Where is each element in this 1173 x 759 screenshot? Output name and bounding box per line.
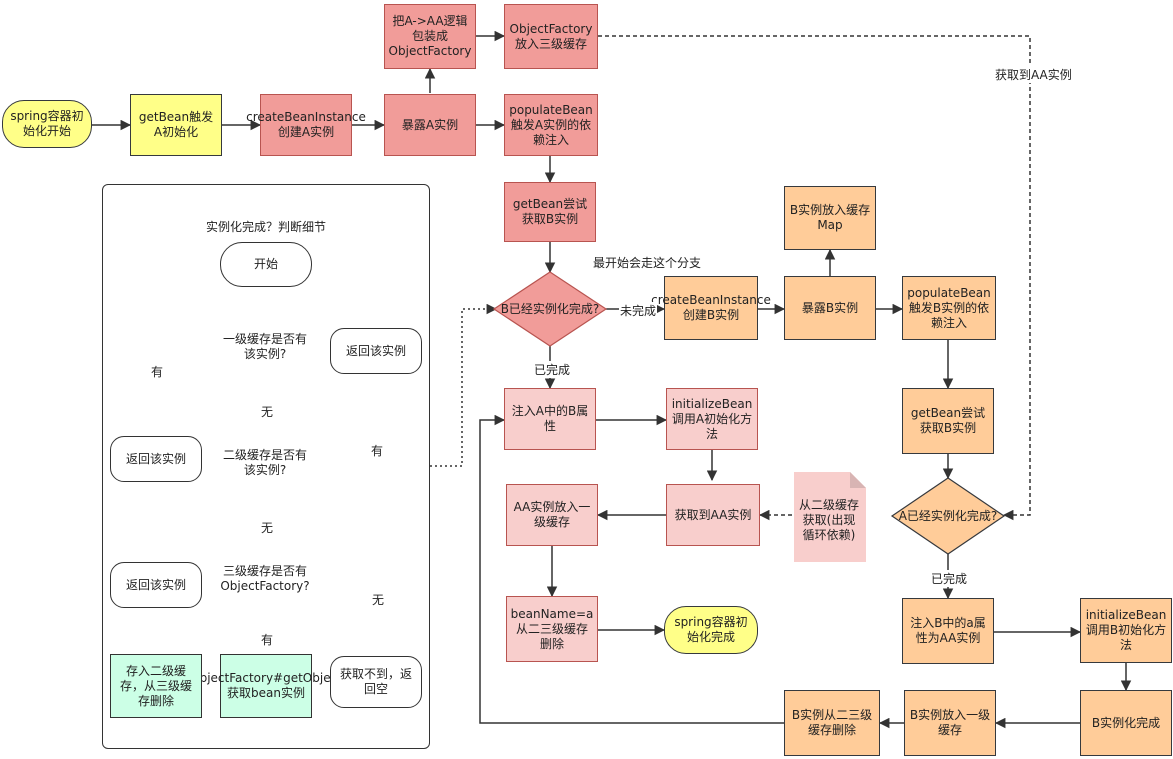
b-complete-node: B实例化完成 <box>1080 690 1172 756</box>
note-text: 从二级缓存获取(出现循环依赖) <box>798 497 859 542</box>
label-yes-2: 有 <box>370 442 385 459</box>
factory-l3-node: ObjectFactory放入三级缓存 <box>504 4 598 69</box>
init-a-node: initializeBean调用A初始化方法 <box>666 388 758 450</box>
create-a-node: createBeanInstance创建A实例 <box>246 94 366 156</box>
l3-question: 三级缓存是否有ObjectFactory? <box>220 564 310 593</box>
getbean-a-node: getBean触发A初始化 <box>130 94 222 156</box>
panel-start: 开始 <box>220 242 312 287</box>
label-no-1: 无 <box>260 403 275 420</box>
b-to-map-node: B实例放入缓存Map <box>784 186 876 250</box>
expose-a-node: 暴露A实例 <box>384 94 476 156</box>
return-node-1: 返回该实例 <box>330 328 422 374</box>
label-not-done: 未完成 <box>619 302 658 319</box>
inject-b-to-a-node: 注入A中的B属性 <box>504 388 596 450</box>
label-no-2: 无 <box>260 519 275 536</box>
start-node: spring容器初始化开始 <box>2 100 92 148</box>
b-to-l1-node: B实例放入一级缓存 <box>904 690 996 756</box>
aa-to-l1-node: AA实例放入一级缓存 <box>506 484 598 546</box>
b-remove-node: B实例从二三级缓存删除 <box>784 690 880 756</box>
get-aa-node: 获取到AA实例 <box>666 484 760 546</box>
a-done-question: A已经实例化完成? <box>898 508 998 523</box>
populate-b-node: populateBean触发B实例的依赖注入 <box>902 276 996 340</box>
not-found-node: 获取不到，返回空 <box>330 656 422 708</box>
label-get-aa-top: 获取到AA实例 <box>994 66 1073 83</box>
label-no-3: 无 <box>371 591 386 608</box>
note-shape <box>794 472 866 562</box>
label-done-b: 已完成 <box>533 361 572 378</box>
l1-question: 一级缓存是否有该实例? <box>222 332 307 361</box>
getbean-try-a-node: getBean尝试获取B实例 <box>902 388 994 454</box>
return-node-3: 返回该实例 <box>110 562 202 608</box>
create-b-node: createBeanInstance创建B实例 <box>651 276 771 340</box>
save-l2-node: 存入二级缓存，从三级缓存删除 <box>110 654 202 718</box>
expose-b-node: 暴露B实例 <box>784 276 876 340</box>
get-object-node: ObjectFactory#getObject获取bean实例 <box>190 654 342 718</box>
return-node-2: 返回该实例 <box>110 436 202 482</box>
populate-a-node: populateBean触发A实例的依赖注入 <box>504 94 598 156</box>
wrap-a-node: 把A->AA逻辑包装成ObjectFactory <box>384 4 476 69</box>
remove-a-node: beanName=a从二三级缓存删除 <box>506 596 598 662</box>
label-done-a: 已完成 <box>930 570 969 587</box>
getbean-try-b-node: getBean尝试获取B实例 <box>504 182 596 242</box>
inject-a-to-b-node: 注入B中的a属性为AA实例 <box>902 598 994 664</box>
label-first-branch: 最开始会走这个分支 <box>592 254 703 271</box>
end-node: spring容器初始化完成 <box>664 606 758 654</box>
b-done-question: B已经实例化完成? <box>500 301 600 316</box>
panel-title: 实例化完成？判断细节 <box>205 218 328 235</box>
label-yes-1: 有 <box>150 363 165 380</box>
label-yes-3: 有 <box>260 631 275 648</box>
decision-b-done <box>492 271 608 347</box>
l2-question: 二级缓存是否有该实例? <box>222 448 307 477</box>
init-b-node: initializeBean调用B初始化方法 <box>1080 598 1172 663</box>
decision-a-done <box>890 477 1006 555</box>
